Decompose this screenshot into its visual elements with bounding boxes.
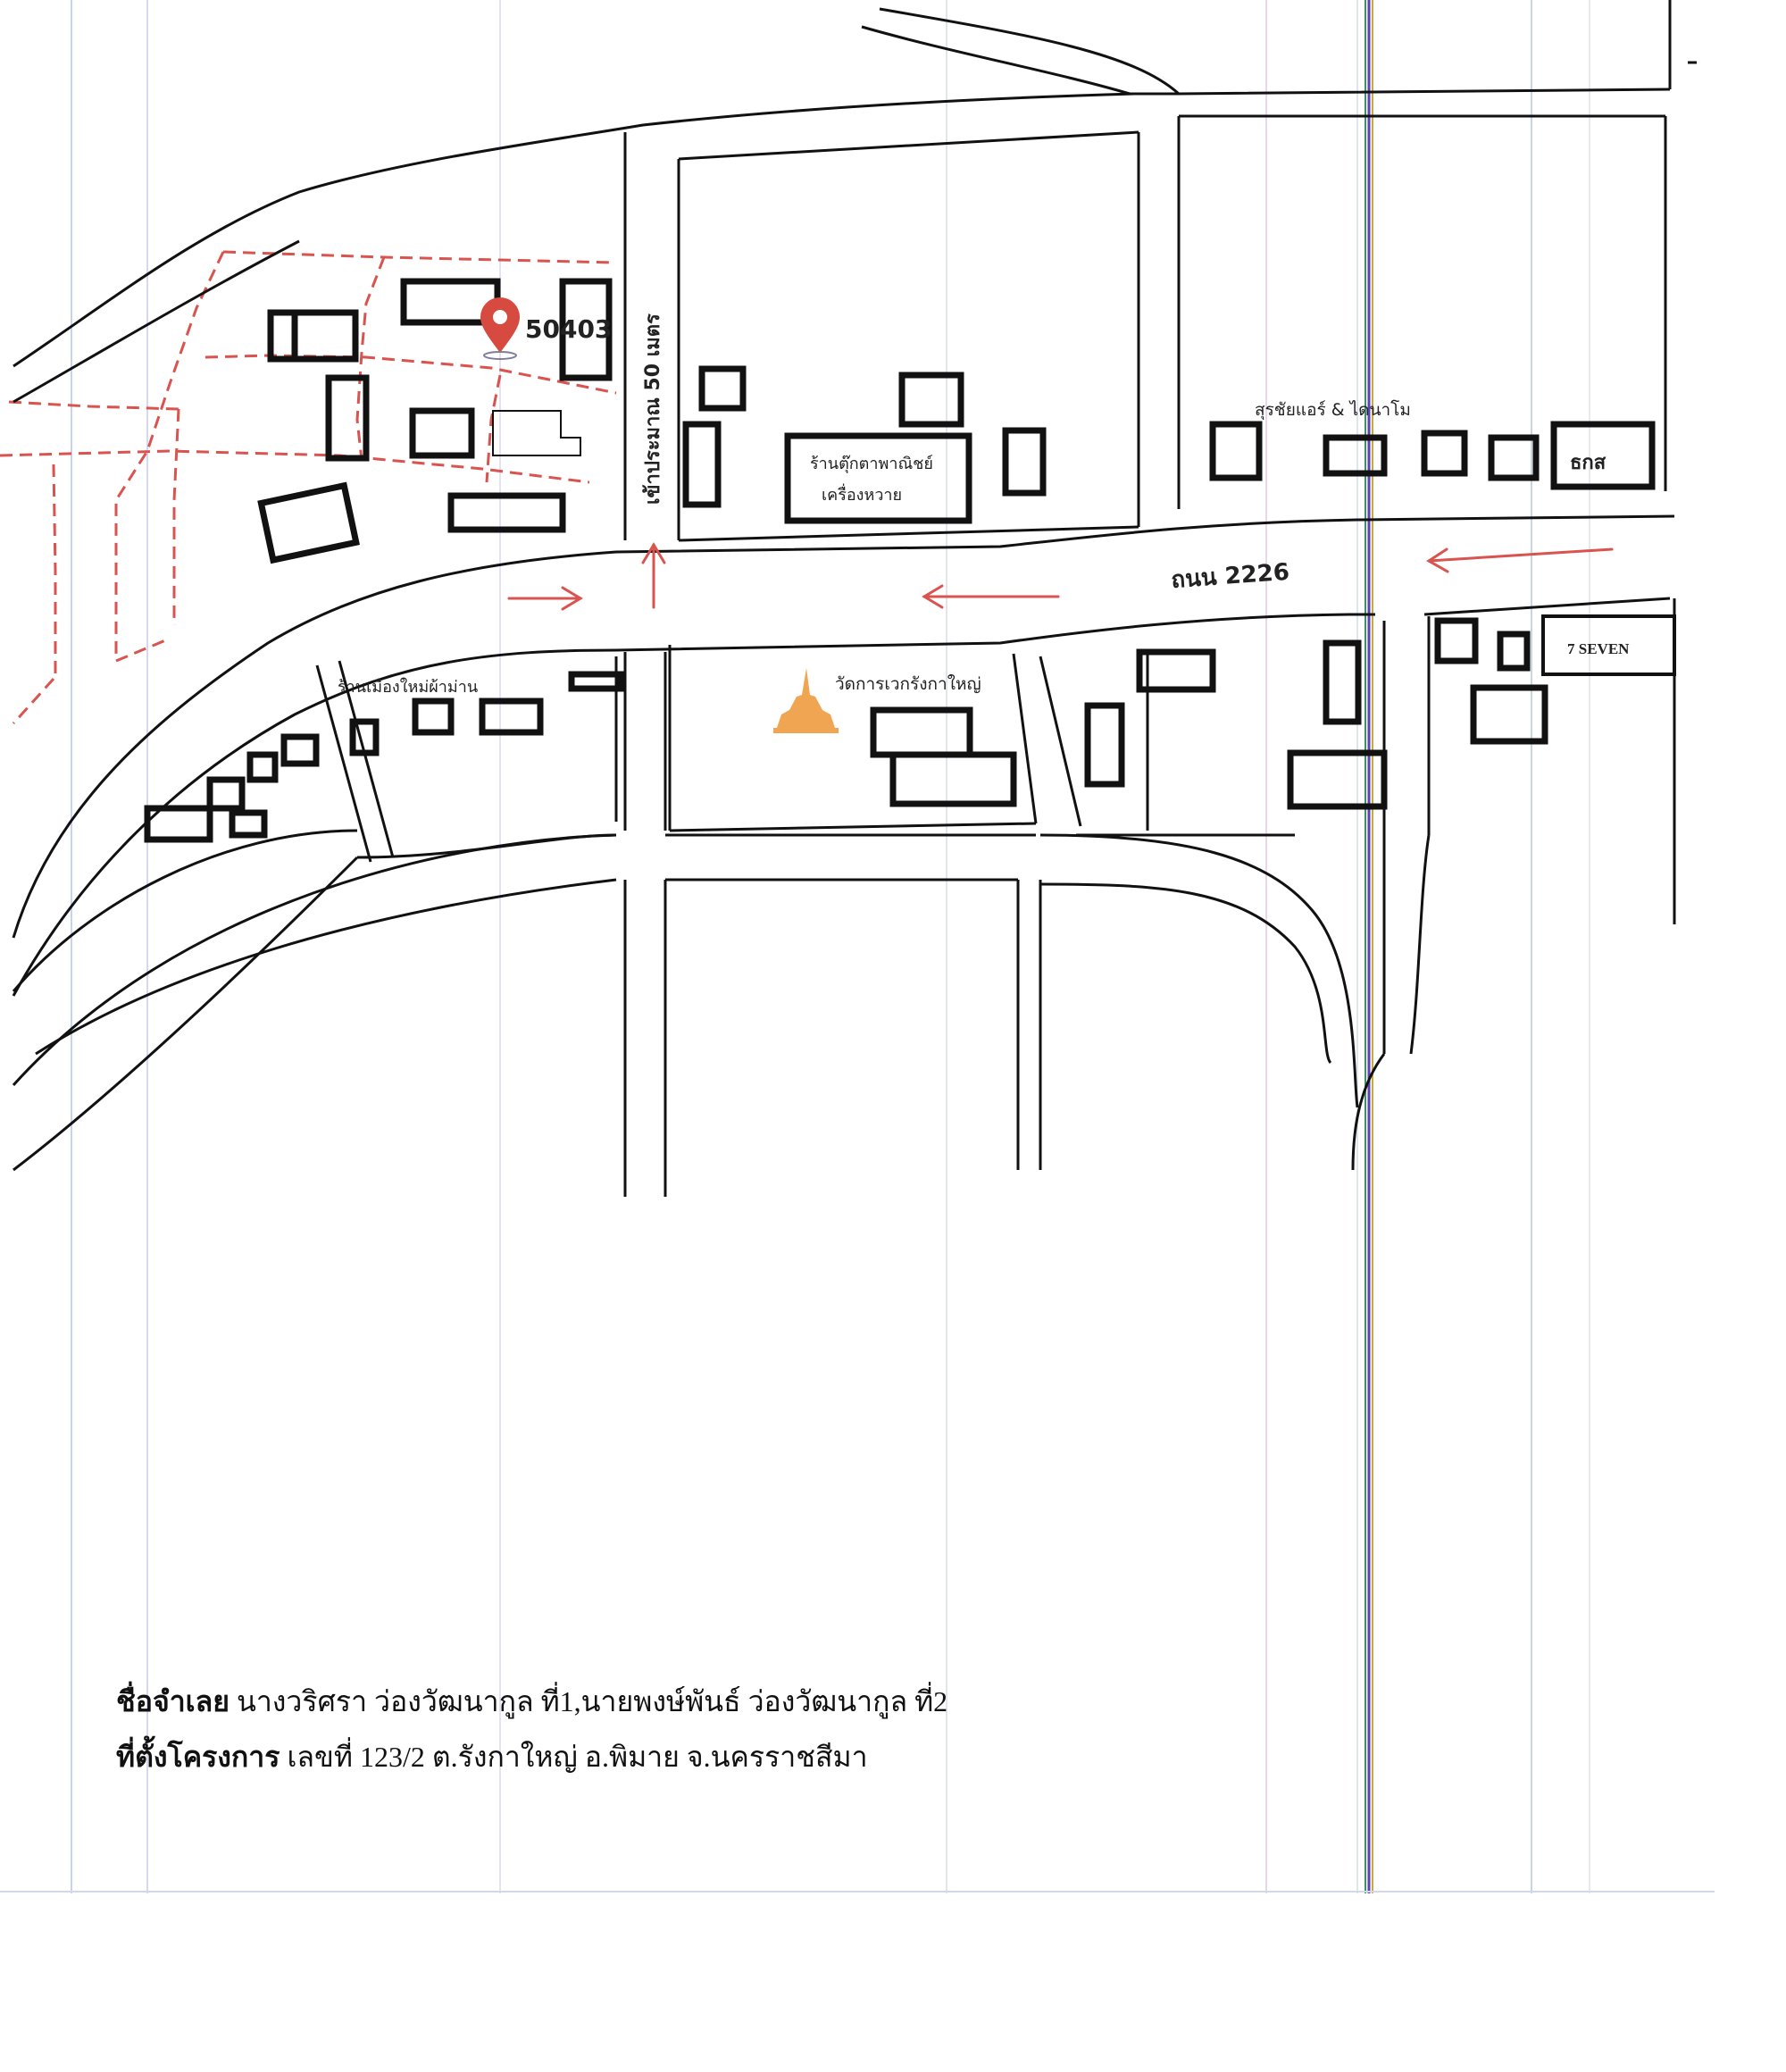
bank-building <box>1550 421 1656 490</box>
roads <box>12 0 1697 1197</box>
bank-label: ธกส <box>1570 452 1607 474</box>
access-distance-note: เข้าประมาณ 50 เมตร <box>642 313 664 505</box>
defendant-label: ชื่อจำเลย <box>116 1685 230 1717</box>
scan-lines <box>0 0 1715 1893</box>
hardware-shop-building <box>784 432 972 524</box>
parcel-boundaries <box>0 250 617 725</box>
defendant-caption: ชื่อจำเลย นางวริศรา ว่องวัฒนากูล ที่1,นา… <box>116 1679 947 1725</box>
project-location-label: ที่ตั้งโครงการ <box>116 1741 280 1773</box>
temple-label: วัดการเวกรังกาใหญ่ <box>835 674 981 694</box>
hardware-shop-label-line1: ร้านตุ๊กตาพาณิชย์ <box>810 455 933 473</box>
pagoda-icon <box>773 668 839 733</box>
map-pin-icon <box>480 297 520 360</box>
direction-arrow-icon <box>507 542 1614 611</box>
air-shop-label: สุรชัยแอร์ & ไดนาโม <box>1255 399 1411 421</box>
project-location-caption: ที่ตั้งโครงการ เลขที่ 123/2 ต.รังกาใหญ่ … <box>116 1734 868 1780</box>
small-building-outline <box>492 410 581 456</box>
marker-code-label: 50403 <box>525 314 612 344</box>
hardware-shop-label-line2: เครื่องหวาย <box>822 483 902 505</box>
project-address: เลขที่ 123/2 ต.รังกาใหญ่ อ.พิมาย จ.นครรา… <box>287 1741 868 1773</box>
buildings <box>144 278 1676 843</box>
curtain-shop-label: ร้านเมืองใหม่ผ้าม่าน <box>338 677 478 697</box>
seven-eleven-building <box>1541 614 1676 676</box>
defendant-names: นางวริศรา ว่องวัฒนากูล ที่1,นายพงษ์พันธ์… <box>236 1685 948 1717</box>
road-name-label: ถนน 2226 <box>1170 559 1289 594</box>
seven-eleven-label: 7 SEVEN <box>1567 640 1630 657</box>
